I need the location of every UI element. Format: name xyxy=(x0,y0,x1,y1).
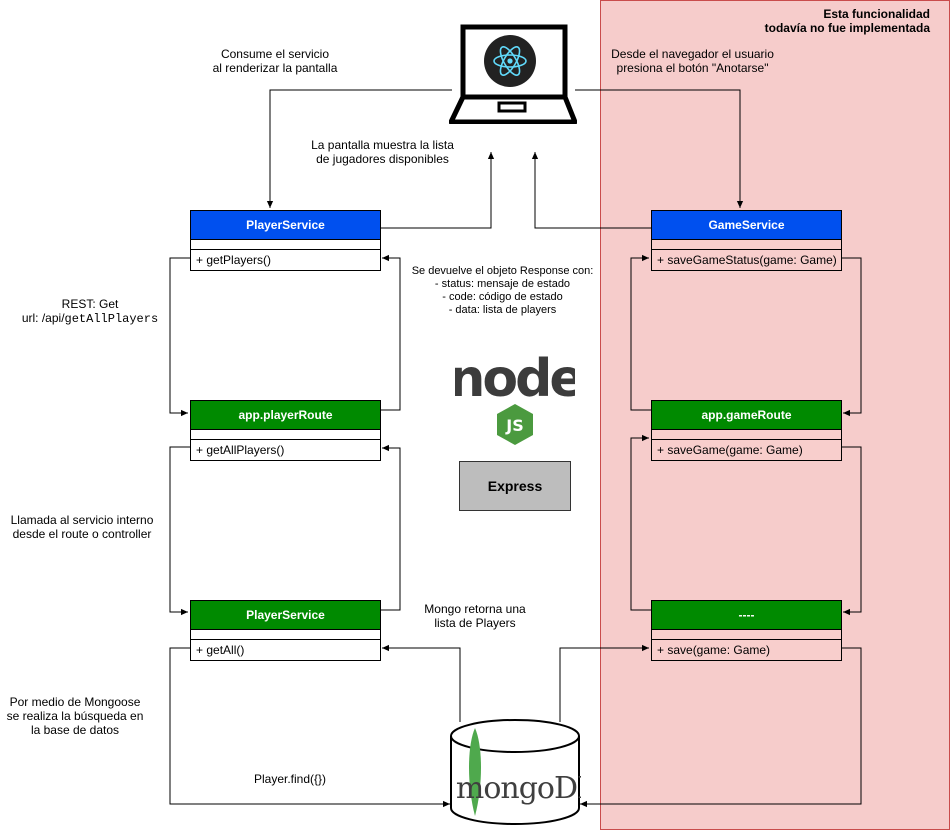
edge-mongo-to-save xyxy=(559,644,649,722)
annotation-find: Player.find({}) xyxy=(253,772,327,786)
annotation-consume-line2: al renderizar la pantalla xyxy=(212,61,338,75)
edge-getallplayers-to-service xyxy=(169,446,190,616)
annotation-rest-line2: url: /api/getAllPlayers xyxy=(15,311,165,326)
annotation-response: Se devuelve el objeto Response con: - st… xyxy=(405,265,600,317)
annotation-response-line2: - status: mensaje de estado xyxy=(434,278,571,290)
annotation-consume: Consume el servicio al renderizar la pan… xyxy=(195,47,355,75)
class-gameroute[interactable]: app.gameRoute + saveGame(game: Game) xyxy=(651,400,842,461)
method-getplayers[interactable]: + getPlayers() xyxy=(196,253,272,267)
zone-title-line1: Esta funcionalidad xyxy=(823,7,930,21)
zone-title-line2: todavía no fue implementada xyxy=(764,21,930,35)
annotation-mongoose-line3: la base de datos xyxy=(30,723,120,737)
class-playerroute-name: app.playerRoute xyxy=(191,401,380,429)
class-playerservice-bottom[interactable]: PlayerService + getAll() xyxy=(190,600,381,661)
mongodb-logo-word: mongoDB xyxy=(456,771,581,806)
method-getall[interactable]: + getAll() xyxy=(196,643,245,657)
annotation-rest-url-prefix: url: /api/ xyxy=(21,311,65,325)
method-savegame[interactable]: + saveGame(game: Game) xyxy=(657,443,803,457)
edge-gameservice-to-laptop xyxy=(531,152,651,229)
class-gameroute-name: app.gameRoute xyxy=(652,401,841,429)
annotation-browser-line1: Desde el navegador el usuario xyxy=(611,47,774,61)
edge-route-to-getplayers xyxy=(380,254,401,411)
annotation-screen-line1: La pantalla muestra la lista xyxy=(311,138,454,152)
nodejs-logo: node JS xyxy=(455,349,575,445)
edge-laptop-to-playerservice xyxy=(266,89,452,208)
annotation-internal: Llamada al servicio interno desde el rou… xyxy=(2,513,162,541)
annotation-mongo-returns-line2: lista de Players xyxy=(434,616,516,630)
annotation-mongoose-line2: se realiza la búsqueda en xyxy=(6,709,144,723)
edge-getplayers-to-route xyxy=(169,257,190,417)
annotation-rest-line1: REST: Get xyxy=(61,297,119,311)
annotation-response-line4: - data: lista de players xyxy=(448,304,557,316)
nodejs-logo-js: JS xyxy=(505,416,523,435)
edge-gameroute-to-savegamestatus xyxy=(630,254,651,411)
edge-model-to-savegame xyxy=(630,434,651,611)
annotation-rest-url-path: getAllPlayers xyxy=(64,312,159,326)
method-getallplayers[interactable]: + getAllPlayers() xyxy=(196,443,285,457)
annotation-rest: REST: Get url: /api/getAllPlayers xyxy=(15,297,165,326)
class-playerroute[interactable]: app.playerRoute + getAllPlayers() xyxy=(190,400,381,461)
edge-mongo-to-getall xyxy=(382,644,461,722)
annotation-mongoose: Por medio de Mongoose se realiza la búsq… xyxy=(0,695,150,737)
class-game-model-name: ---- xyxy=(652,601,841,629)
laptop-icon xyxy=(449,24,577,124)
annotation-mongo-returns: Mongo retorna una lista de Players xyxy=(410,602,540,630)
edge-getall-to-mongo xyxy=(169,647,450,808)
class-playerservice-top-name: PlayerService xyxy=(191,211,380,239)
edge-laptop-to-gameservice xyxy=(575,89,744,208)
annotation-response-line1: Se devuelve el objeto Response con: xyxy=(411,265,594,277)
class-gameservice[interactable]: GameService + saveGameStatus(game: Game) xyxy=(651,210,842,271)
express-box: Express xyxy=(459,461,571,511)
annotation-mongoose-line1: Por medio de Mongoose xyxy=(9,695,141,709)
edge-save-to-mongo xyxy=(580,647,862,808)
edge-playerservice-to-laptop xyxy=(380,152,495,229)
annotation-screen: La pantalla muestra la lista de jugadore… xyxy=(295,138,470,166)
zone-title: Esta funcionalidad todavía no fue implem… xyxy=(700,7,930,35)
annotation-browser: Desde el navegador el usuario presiona e… xyxy=(605,47,780,75)
class-gameservice-name: GameService xyxy=(652,211,841,239)
method-save[interactable]: + save(game: Game) xyxy=(657,643,771,657)
annotation-consume-line1: Consume el servicio xyxy=(220,47,330,61)
mongodb-database-icon: mongoDB xyxy=(450,719,581,825)
edge-savegame-to-model xyxy=(841,446,862,616)
nodejs-logo-word: node xyxy=(455,349,575,409)
class-playerservice-bottom-name: PlayerService xyxy=(191,601,380,629)
annotation-browser-line2: presiona el botón "Anotarse" xyxy=(616,61,769,75)
class-game-model[interactable]: ---- + save(game: Game) xyxy=(651,600,842,661)
class-playerservice-top[interactable]: PlayerService + getPlayers() xyxy=(190,210,381,271)
annotation-response-line3: - code: código de estado xyxy=(442,291,563,303)
annotation-mongo-returns-line1: Mongo retorna una xyxy=(424,602,526,616)
edge-service-to-getallplayers xyxy=(380,444,401,611)
annotation-internal-line2: desde el route o controller xyxy=(12,527,152,541)
method-savegamestatus[interactable]: + saveGameStatus(game: Game) xyxy=(657,253,837,267)
annotation-internal-line1: Llamada al servicio interno xyxy=(10,513,154,527)
edge-savegamestatus-to-gameroute xyxy=(841,257,862,417)
annotation-screen-line2: de jugadores disponibles xyxy=(316,152,449,166)
